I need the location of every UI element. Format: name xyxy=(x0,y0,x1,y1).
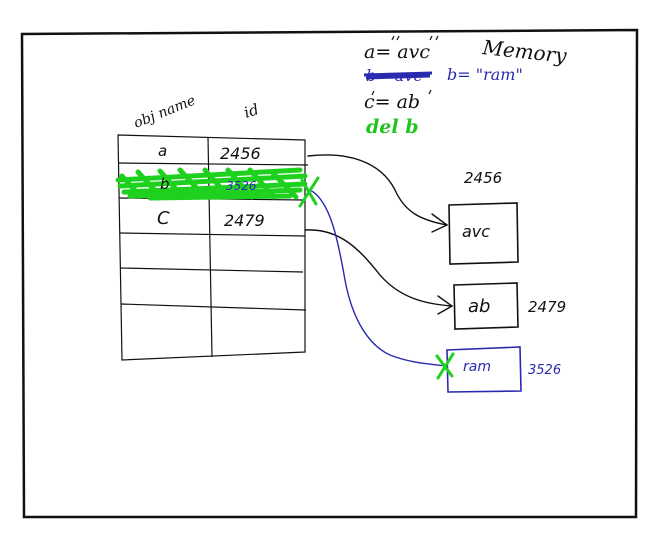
note-tick-marks xyxy=(371,35,439,96)
delete-marks xyxy=(298,176,455,380)
strike-through-line xyxy=(363,71,433,80)
memory-id-label-ab: 2479 xyxy=(528,298,566,316)
memory-value-avc: avc xyxy=(462,222,490,241)
note-line-del: del b xyxy=(366,116,419,138)
arrowhead-a xyxy=(431,213,449,233)
arrow-b-to-ram xyxy=(309,189,447,367)
table-row-line xyxy=(120,303,307,311)
row-c-id: 2479 xyxy=(224,211,265,230)
row-b-id: 3526 xyxy=(226,179,257,193)
memory-value-ab: ab xyxy=(468,296,490,317)
table-row-line xyxy=(119,267,304,273)
table-row-line xyxy=(119,232,306,237)
arrow-a-to-avc xyxy=(307,154,448,226)
board-border xyxy=(20,28,639,519)
note-line-b-new: b= "ram" xyxy=(447,65,523,84)
x-mark-table xyxy=(298,176,320,208)
table-column-divider xyxy=(207,136,213,358)
note-line-a: a= avc xyxy=(364,41,430,63)
arrowhead-c xyxy=(437,295,454,315)
arrow-c-to-ab xyxy=(304,229,453,307)
header-id: id xyxy=(242,100,261,122)
memory-box-avc xyxy=(448,202,519,265)
row-b-name: b xyxy=(160,175,170,193)
x-mark-ram xyxy=(435,352,455,380)
table-row-line xyxy=(117,162,309,166)
assignment-notes: a= avc b= ave b= "ram" c= ab del b xyxy=(363,41,523,138)
row-c-name: C xyxy=(157,208,170,229)
memory-box-ram xyxy=(446,346,522,393)
memory-id-label-ram: 3526 xyxy=(528,363,561,378)
memory-box-ab xyxy=(453,282,519,330)
memory-id-label-avc: 2456 xyxy=(464,169,502,187)
header-obj-name: obj name xyxy=(132,92,198,131)
memory-value-ram: ram xyxy=(463,359,491,375)
reference-arrows xyxy=(304,154,454,367)
memory-title: Memory xyxy=(480,35,568,68)
delete-scribble xyxy=(115,167,308,201)
row-a-name: a xyxy=(158,142,167,160)
table-outline xyxy=(117,134,306,361)
note-line-c: c= ab xyxy=(364,91,420,113)
row-a-id: 2456 xyxy=(220,144,261,163)
